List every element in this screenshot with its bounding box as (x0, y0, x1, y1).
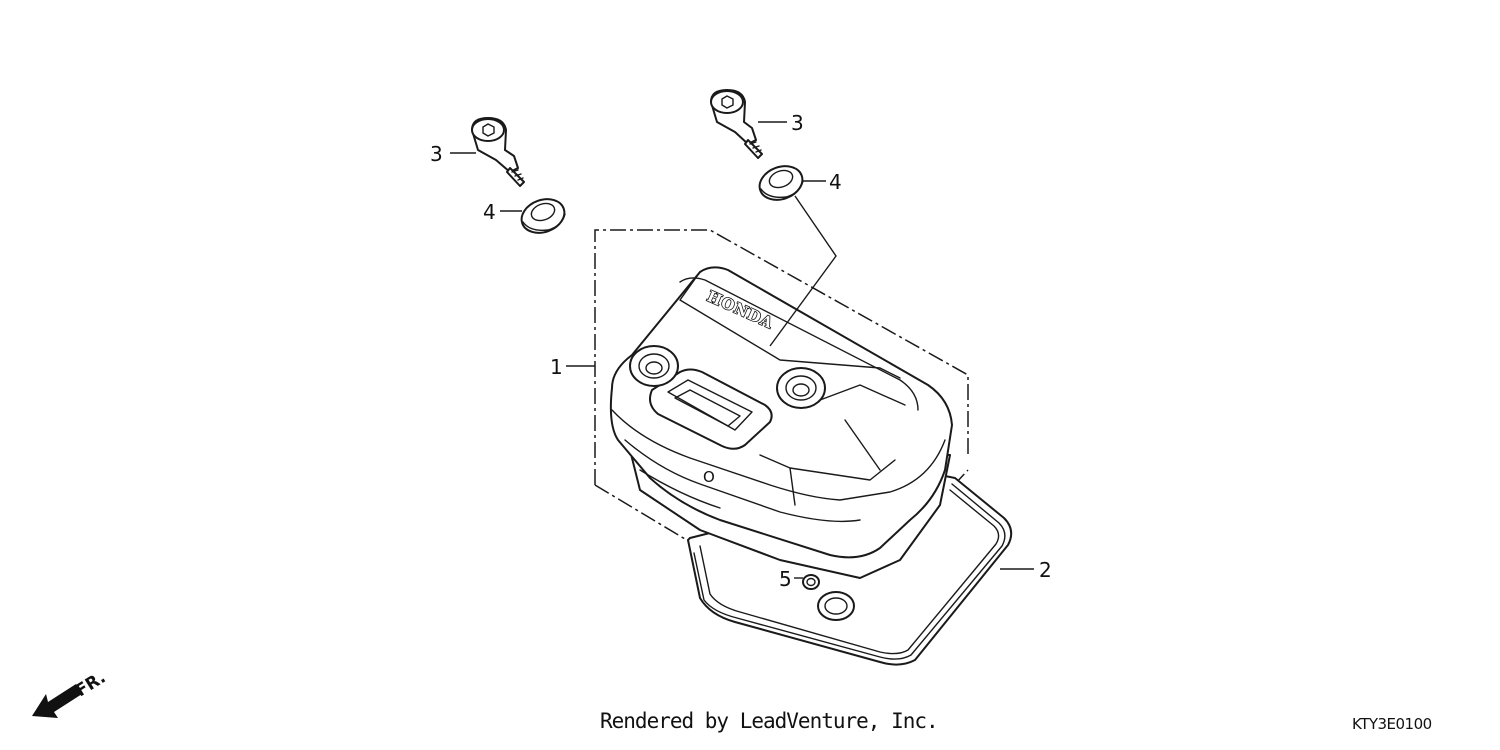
right-grommet (758, 165, 804, 201)
left-bolt-boss (629, 345, 679, 387)
diagram-code: KTY3E0100 (1352, 715, 1432, 733)
render-credit: Rendered by LeadVenture, Inc. (600, 709, 939, 733)
cast-mark: O (703, 468, 715, 486)
callout-left-bolt: 3 (430, 142, 443, 166)
alignment-line (769, 195, 837, 347)
callout-cover: 1 (550, 355, 563, 379)
left-grommet (520, 198, 566, 234)
callout-plug: 5 (779, 567, 792, 591)
right-bolt-boss (776, 367, 826, 409)
front-arrow-icon (32, 684, 82, 718)
left-bolt (471, 117, 525, 187)
plug (802, 574, 820, 590)
leader-lines (450, 121, 1034, 579)
callout-right-bolt: 3 (791, 111, 804, 135)
callout-right-grommet: 4 (829, 170, 842, 194)
callouts: 3 4 3 4 1 2 5 (430, 111, 1052, 591)
front-direction-indicator: FR. (32, 668, 109, 718)
right-bolt (710, 89, 763, 159)
callout-gasket: 2 (1039, 558, 1052, 582)
gasket-boss (817, 591, 855, 621)
oil-filler-opening (649, 368, 773, 450)
cylinder-head-cover: HONDA O (609, 266, 953, 579)
callout-left-grommet: 4 (483, 200, 496, 224)
